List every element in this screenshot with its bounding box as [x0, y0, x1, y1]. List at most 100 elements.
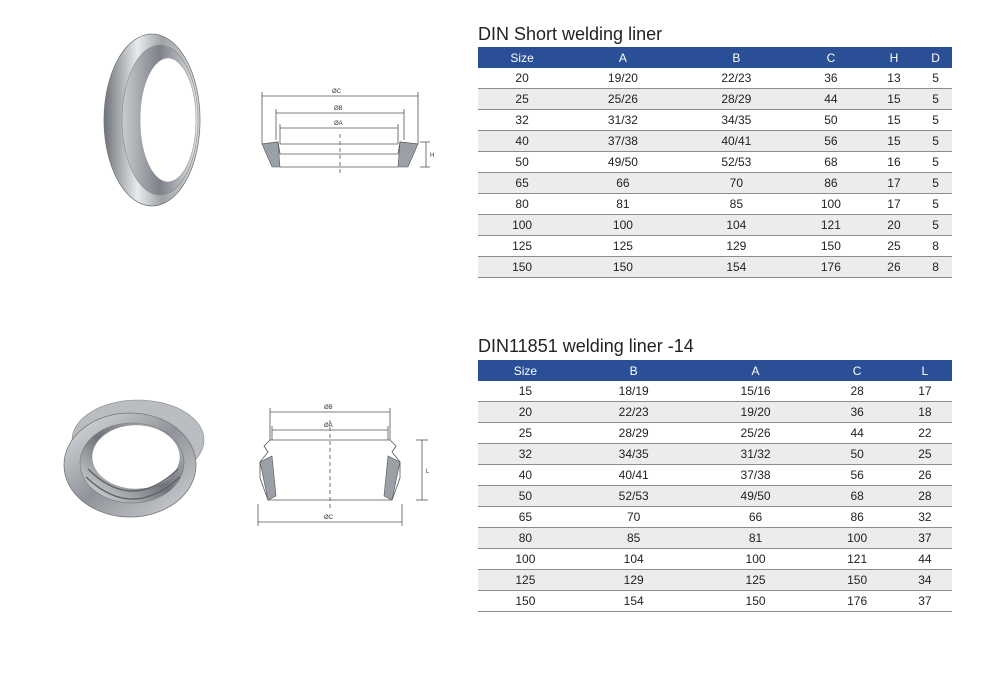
- table-cell: 16: [868, 151, 920, 173]
- table-cell: 40: [478, 464, 573, 486]
- table-cell: 28: [816, 381, 898, 402]
- table-cell: 121: [793, 214, 869, 236]
- table-cell: 50: [816, 443, 898, 465]
- table2-title: DIN11851 welding liner -14: [478, 336, 694, 356]
- table-cell: 13: [868, 68, 920, 89]
- table-cell: 50: [793, 109, 869, 131]
- table-cell: 25: [897, 443, 952, 465]
- table-cell: 56: [816, 464, 898, 486]
- table-cell: 5: [919, 193, 952, 215]
- dim2-label-b: ØB: [324, 405, 333, 411]
- dim-label-h: H: [430, 153, 434, 159]
- table-cell: 80: [478, 527, 573, 549]
- table-cell: 34: [897, 569, 952, 591]
- table-cell: 86: [816, 506, 898, 528]
- table-cell: 28: [897, 485, 952, 507]
- table-cell: 15: [868, 130, 920, 152]
- table1-header-row: Size A B C H D: [478, 47, 952, 68]
- table-cell: 19/20: [694, 401, 817, 423]
- table-cell: 52/53: [679, 151, 794, 173]
- table-cell: 18/19: [572, 381, 695, 402]
- table-cell: 104: [679, 214, 794, 236]
- table1-header-d: D: [919, 47, 952, 68]
- table-cell: 26: [868, 256, 920, 278]
- table-cell: 34/35: [572, 443, 695, 465]
- table-cell: 44: [897, 548, 952, 570]
- table-cell: 121: [816, 548, 898, 570]
- section-din11851-welding-liner: ØB ØA ØC L DIN11851 welding liner -14 Si…: [0, 330, 1000, 630]
- table-cell: 154: [572, 590, 695, 612]
- table-cell: 125: [478, 569, 573, 591]
- dim-label-b: ØB: [334, 106, 343, 112]
- table-cell: 31/32: [566, 109, 680, 131]
- table-cell: 5: [919, 151, 952, 173]
- table2-header-l: L: [897, 360, 952, 381]
- table-cell: 154: [679, 256, 794, 278]
- table-cell: 68: [816, 485, 898, 507]
- table1-header-c: C: [793, 47, 869, 68]
- table-cell: 40: [478, 130, 567, 152]
- table-cell: 150: [478, 590, 573, 612]
- table-cell: 100: [478, 214, 567, 236]
- table-cell: 34/35: [679, 109, 794, 131]
- table-cell: 19/20: [566, 68, 680, 89]
- table-cell: 15: [868, 109, 920, 131]
- table-cell: 15: [478, 381, 573, 402]
- table-cell: 17: [868, 193, 920, 215]
- table-cell: 22: [897, 422, 952, 444]
- table-cell: 28/29: [572, 422, 695, 444]
- table-cell: 81: [566, 193, 680, 215]
- table-cell: 8: [919, 235, 952, 257]
- table-cell: 26: [897, 464, 952, 486]
- table-cell: 22/23: [572, 401, 695, 423]
- table-cell: 44: [793, 88, 869, 110]
- table-cell: 40/41: [572, 464, 695, 486]
- table-cell: 5: [919, 130, 952, 152]
- table-cell: 129: [572, 569, 695, 591]
- table-cell: 20: [868, 214, 920, 236]
- table-cell: 25: [868, 235, 920, 257]
- table2-header-b: B: [572, 360, 695, 381]
- table-cell: 150: [694, 590, 817, 612]
- section-din-short-welding-liner: ØC ØB ØA H DIN Short welding liner Size …: [0, 0, 1000, 300]
- dim-label-a: ØA: [334, 121, 343, 127]
- table-cell: 86: [793, 172, 869, 194]
- table2-header-size: Size: [478, 360, 573, 381]
- table-cell: 66: [566, 172, 680, 194]
- table-cell: 17: [868, 172, 920, 194]
- table-cell: 150: [478, 256, 567, 278]
- table-cell: 20: [478, 68, 567, 89]
- table-cell: 65: [478, 506, 573, 528]
- table-cell: 104: [572, 548, 695, 570]
- table-cell: 36: [793, 68, 869, 89]
- table-cell: 150: [566, 256, 680, 278]
- table-cell: 32: [478, 109, 567, 131]
- table-cell: 85: [679, 193, 794, 215]
- table-cell: 5: [919, 88, 952, 110]
- table-cell: 100: [793, 193, 869, 215]
- table-cell: 125: [566, 235, 680, 257]
- table-cell: 25/26: [566, 88, 680, 110]
- table-cell: 65: [478, 172, 567, 194]
- table1-header-a: A: [566, 47, 680, 68]
- table-cell: 8: [919, 256, 952, 278]
- table-cell: 15: [868, 88, 920, 110]
- din11851-liner-product-photo: [63, 399, 205, 518]
- table-cell: 40/41: [679, 130, 794, 152]
